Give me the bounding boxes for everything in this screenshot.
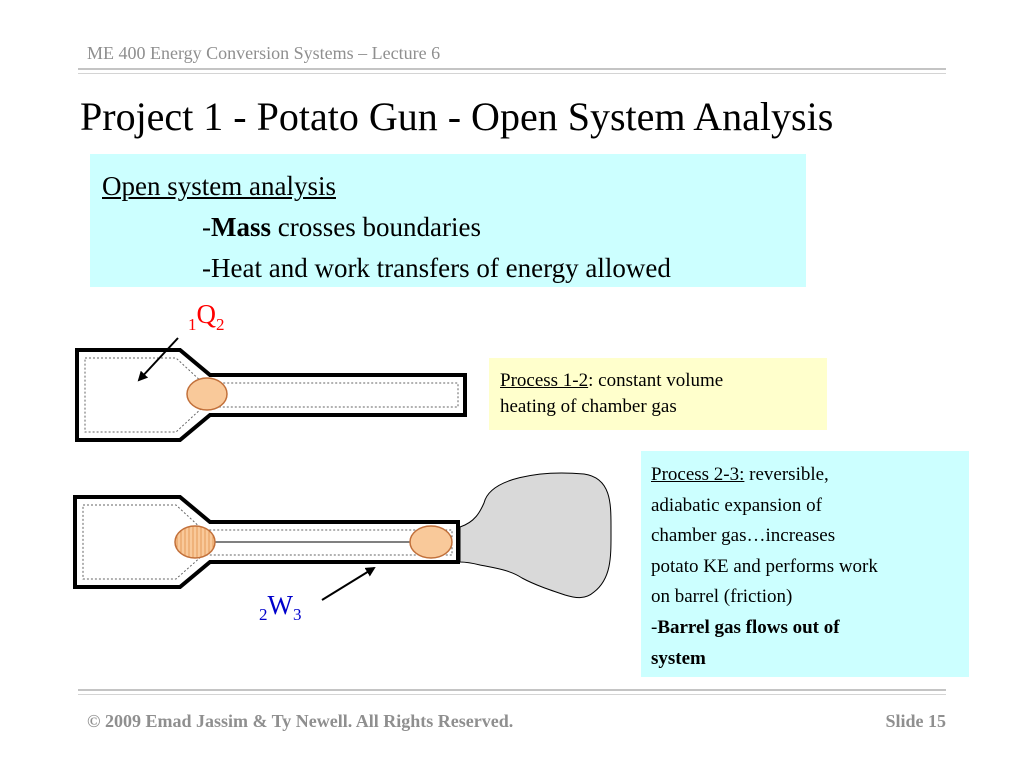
mass-bold: Mass <box>211 212 271 242</box>
potato-gun-2 <box>73 472 612 599</box>
mass-line-dash: - <box>202 212 211 242</box>
process-1-2-box: Process 1-2: constant volume heating of … <box>489 358 827 430</box>
work-label: 2W3 <box>259 590 301 624</box>
process-2-3-line: potato KE and performs work <box>651 555 878 577</box>
potato-2 <box>409 525 453 559</box>
process-2-3-line: chamber gas…increases <box>651 525 836 547</box>
work-arrow <box>321 566 376 601</box>
potato-gun-1 <box>75 348 467 442</box>
open-system-box: Open system analysis -Mass crosses bound… <box>90 154 806 287</box>
process-2-3-label: Process 2-3: <box>651 464 745 485</box>
heat-label: 1Q2 <box>188 299 225 334</box>
process-2-3-box: Process 2-3: reversible, adiabatic expan… <box>641 451 969 677</box>
course-header: ME 400 Energy Conversion Systems – Lectu… <box>87 43 441 63</box>
header-divider <box>78 68 946 70</box>
heat-label-main: Q <box>197 299 217 329</box>
barrel-gas-text: Barrel gas flows out of <box>657 616 840 638</box>
header-divider-thin <box>78 73 946 74</box>
barrel-gas-text-2: system <box>651 647 706 669</box>
slide-number: Slide 15 <box>885 711 946 731</box>
work-label-post: 3 <box>293 605 302 624</box>
heat-label-post: 2 <box>216 315 225 334</box>
heat-arrow <box>137 337 179 382</box>
process-2-3-line: adiabatic expansion of <box>651 494 822 516</box>
process-2-3-text: reversible, <box>744 464 829 485</box>
gas-cloud <box>459 472 612 599</box>
open-system-heading: Open system analysis <box>102 171 336 201</box>
heat-label-pre: 1 <box>188 315 197 334</box>
potato-1 <box>186 377 228 411</box>
process-1-2-label: Process 1-2 <box>500 370 589 391</box>
mass-line: -Mass crosses boundaries <box>102 207 806 248</box>
slide-title: Project 1 - Potato Gun - Open System Ana… <box>80 94 834 139</box>
footer-divider-thin <box>78 694 946 695</box>
heat-work-line: -Heat and work transfers of energy allow… <box>202 253 671 283</box>
mass-line-rest: crosses boundaries <box>271 212 481 242</box>
process-1-2-text: : constant volume <box>588 370 724 391</box>
potato-initial <box>174 525 216 559</box>
work-label-main: W <box>268 590 294 620</box>
process-1-2-line2: heating of chamber gas <box>500 396 677 417</box>
copyright-text: © 2009 Emad Jassim & Ty Newell. All Righ… <box>87 711 514 731</box>
work-label-pre: 2 <box>259 605 268 624</box>
process-2-3-line: on barrel (friction) <box>651 586 793 608</box>
barrel-gas-dash: - <box>651 616 658 638</box>
footer-divider <box>78 689 946 691</box>
